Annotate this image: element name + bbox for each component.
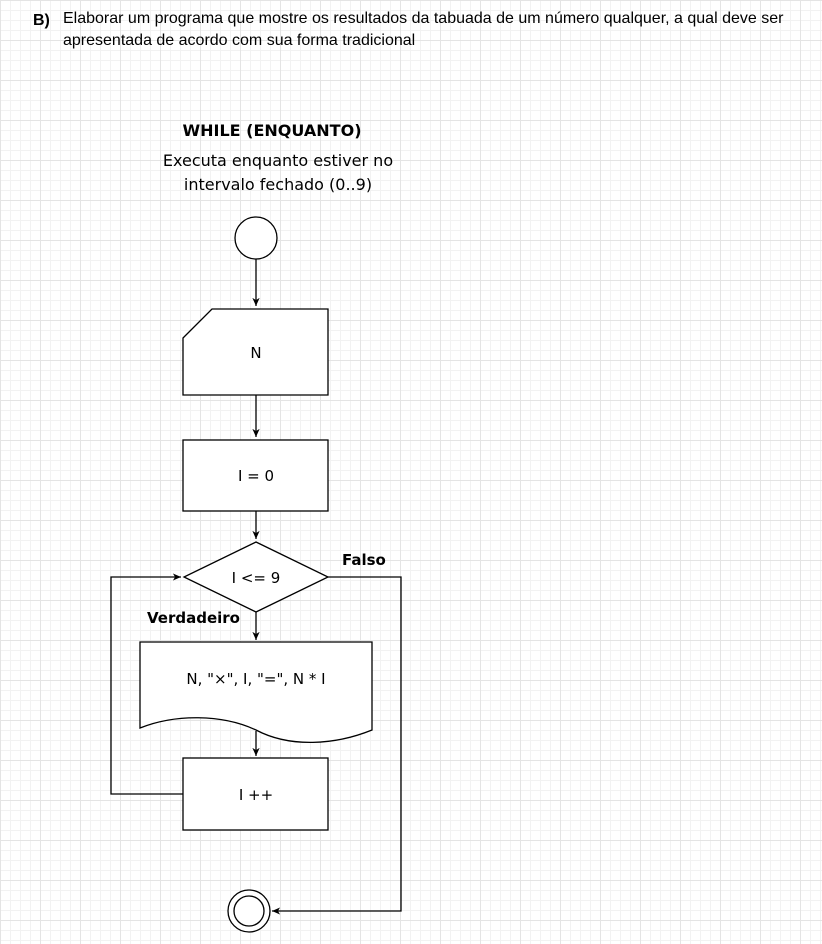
- input-node-label: N: [250, 344, 261, 362]
- end-node-inner: [233, 895, 265, 927]
- output-node: [139, 641, 373, 744]
- condition-node-label: I <= 9: [232, 569, 281, 587]
- question-text: Elaborar um programa que mostre os resul…: [63, 10, 784, 49]
- diagram-subtitle-line2: intervalo fechado (0..9): [184, 175, 372, 194]
- edge-false-to-end: [272, 576, 402, 915]
- diagram-title: WHILE (ENQUANTO): [182, 121, 361, 140]
- increment-node-label: I ++: [239, 786, 273, 804]
- diagram-subtitle-line1: Executa enquanto estiver no: [163, 151, 393, 170]
- init-node-label: I = 0: [238, 467, 274, 485]
- question-label: B): [33, 12, 50, 29]
- edge-loop-back: [110, 573, 183, 795]
- input-node: [182, 308, 329, 396]
- false-label: Falso: [342, 551, 386, 569]
- start-node: [234, 216, 278, 260]
- true-label: Verdadeiro: [147, 609, 240, 627]
- output-node-label: N, "×", I, "=", N * I: [186, 670, 325, 688]
